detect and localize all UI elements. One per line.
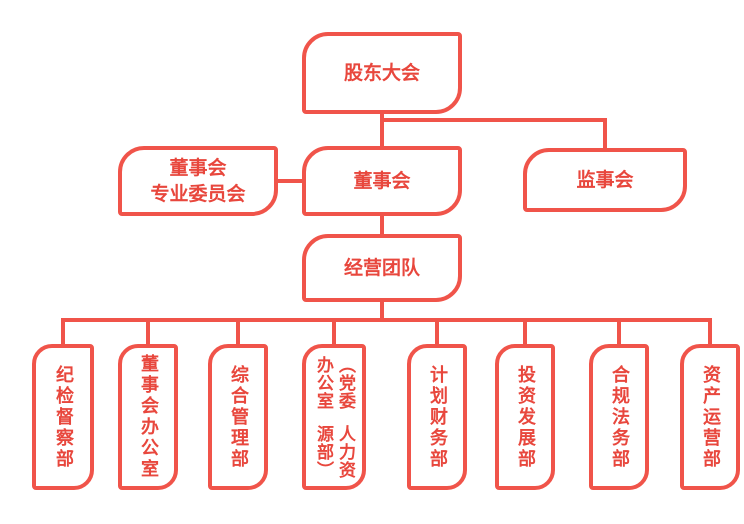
board-of-directors-node: 董事会 <box>302 146 462 216</box>
management-team-node: 经营团队 <box>302 234 462 302</box>
dept-discipline-inspection: 纪检督察部 <box>32 344 94 490</box>
dept-investment-development: 投资发展部 <box>495 344 555 490</box>
board-of-supervisors-node: 监事会 <box>523 148 687 212</box>
board-committees-node: 董事会 专业委员会 <box>118 146 278 216</box>
dept-asset-operations: 资产运营部 <box>680 344 740 490</box>
board-of-supervisors-label: 监事会 <box>576 169 634 191</box>
dept-compliance-legal-label: 合规法务部 <box>609 364 630 470</box>
dept-investment-development-label: 投资发展部 <box>515 364 536 470</box>
dept-planning-finance: 计划财务部 <box>407 344 467 490</box>
dept-board-office-label: 董事会办公室 <box>138 354 159 480</box>
board-committees-line1: 董事会 <box>169 157 227 179</box>
dept-general-management: 综合管理部 <box>208 344 268 490</box>
management-team-label: 经营团队 <box>343 257 420 279</box>
board-committees-line2: 专业委员会 <box>150 183 246 205</box>
dept-party-office-line1: （党委办公室 <box>313 355 355 410</box>
dept-planning-finance-label: 计划财务部 <box>427 364 448 470</box>
board-of-directors-label: 董事会 <box>353 170 411 192</box>
shareholders-meeting-node: 股东大会 <box>302 32 462 114</box>
dept-board-office: 董事会办公室 <box>118 344 178 490</box>
dept-general-management-label: 综合管理部 <box>228 364 249 470</box>
dept-compliance-legal: 合规法务部 <box>589 344 649 490</box>
dept-party-office-line2: 人力资源部） <box>313 424 355 479</box>
dept-discipline-inspection-label: 纪检督察部 <box>53 364 74 470</box>
shareholders-meeting-label: 股东大会 <box>343 62 420 84</box>
dept-asset-operations-label: 资产运营部 <box>700 364 721 470</box>
dept-party-office-hr: （党委办公室 人力资源部） <box>302 344 366 490</box>
